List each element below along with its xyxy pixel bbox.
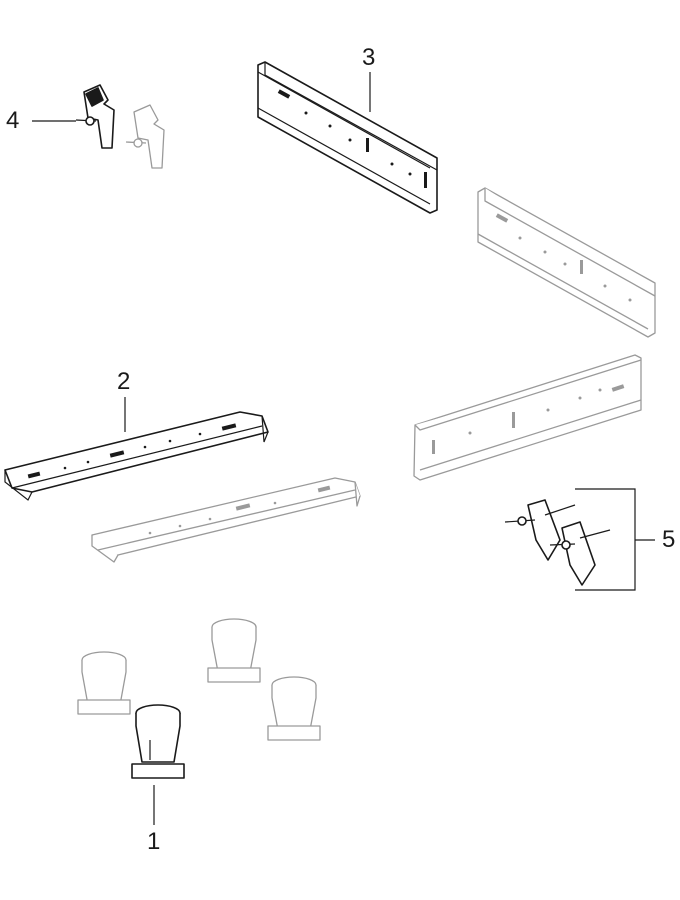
callout-3: 3 — [362, 44, 376, 71]
wall-clips-part-5 — [504, 499, 611, 586]
foot-ghost-2 — [207, 618, 261, 683]
rail-ghost-middle — [91, 477, 361, 563]
clip-part-4 — [75, 84, 115, 149]
foot-ghost-1 — [77, 651, 131, 715]
rail-ghost-lower — [413, 354, 642, 481]
rail-ghost-upper — [477, 187, 656, 338]
clip-ghost — [125, 104, 165, 169]
callout-1: 1 — [147, 828, 161, 855]
callout-2: 2 — [117, 368, 131, 395]
rail-part-2 — [4, 411, 269, 501]
callout-4: 4 — [6, 107, 20, 134]
foot-ghost-3 — [267, 676, 321, 741]
rail-part-3 — [257, 61, 438, 214]
foot-part-1 — [131, 704, 185, 779]
callout-5: 5 — [662, 526, 676, 553]
